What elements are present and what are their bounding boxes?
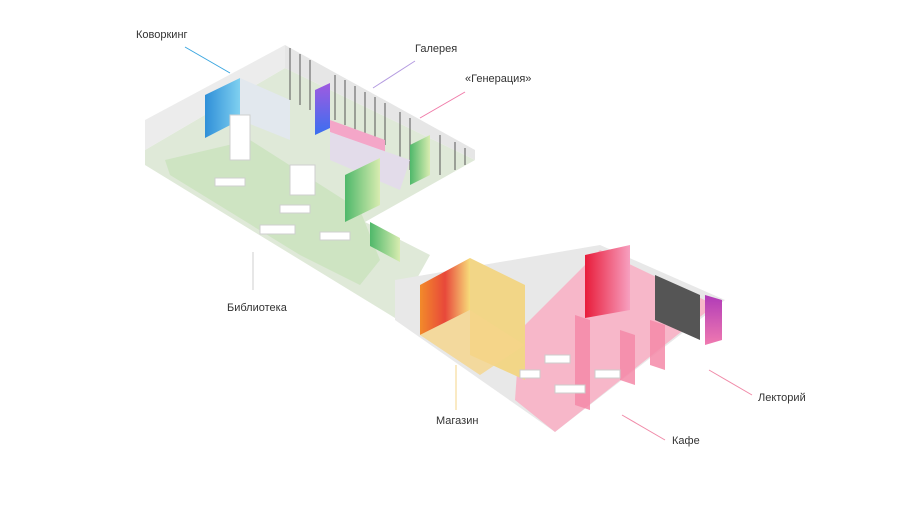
leader-lines bbox=[184, 46, 753, 441]
window-mullions bbox=[289, 48, 466, 175]
generation-leader bbox=[419, 91, 466, 119]
green-wall-lower bbox=[370, 222, 400, 262]
coworking-leader bbox=[184, 46, 231, 74]
cafe-furniture bbox=[519, 354, 621, 394]
lecture-magenta-wall bbox=[705, 295, 722, 345]
label-coworking: Коворкинг bbox=[136, 29, 188, 41]
label-library: Библиотека bbox=[227, 302, 287, 314]
label-shop: Магазин bbox=[436, 415, 479, 427]
shop-wall bbox=[420, 258, 470, 335]
cafe-pink-panel-1 bbox=[575, 315, 590, 410]
lecture-screen bbox=[655, 275, 700, 340]
generation-room bbox=[330, 132, 410, 190]
library-green-zone bbox=[165, 140, 380, 285]
shop-floor bbox=[420, 310, 525, 375]
label-lecture: Лекторий bbox=[758, 392, 806, 404]
library-furniture bbox=[214, 114, 351, 241]
lecture-leader bbox=[708, 369, 753, 396]
gallery-purple-wall bbox=[315, 83, 330, 135]
generation-pink-strip bbox=[330, 120, 385, 152]
coworking-room bbox=[240, 78, 290, 140]
window-wall bbox=[285, 45, 475, 160]
cafe-leader bbox=[621, 414, 666, 441]
lecture-red-wall bbox=[585, 245, 630, 318]
cafe-pink-panel-2 bbox=[620, 330, 635, 385]
label-generation: «Генерация» bbox=[465, 73, 532, 85]
label-cafe: Кафе bbox=[672, 435, 700, 447]
gallery-green-panel bbox=[410, 135, 430, 185]
gallery-leader bbox=[372, 60, 416, 89]
green-wall-upper bbox=[345, 158, 380, 222]
cafe-pink-panel-3 bbox=[650, 320, 665, 370]
label-gallery: Галерея bbox=[415, 43, 458, 55]
